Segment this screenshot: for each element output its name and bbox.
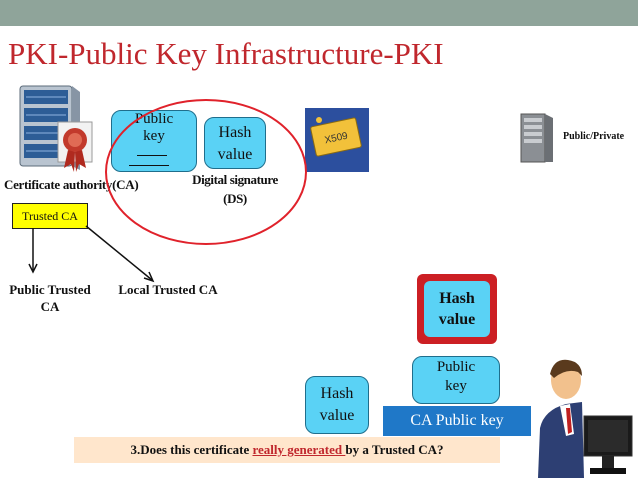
slide-title: PKI-Public Key Infrastructure-PKI bbox=[8, 36, 444, 71]
blank-line bbox=[129, 165, 169, 166]
ca-label: Certificate authority(CA) bbox=[4, 177, 139, 192]
question-suffix: by a Trusted CA? bbox=[345, 442, 444, 457]
public-trusted-ca-label: Public Trusted CA bbox=[9, 282, 91, 314]
ca-public-key-bar: CA Public key bbox=[383, 406, 531, 436]
digital-signature-label: Digital signature (DS) bbox=[192, 172, 278, 206]
public-private-label: Public/Private bbox=[563, 131, 625, 142]
question-prefix: 3.Does this certificate bbox=[130, 442, 253, 457]
public-key-bubble: Public key bbox=[111, 110, 197, 172]
public-key-bottom-label: Public key bbox=[436, 359, 476, 394]
blank-underline bbox=[137, 155, 167, 156]
person-at-computer-icon bbox=[538, 359, 633, 478]
x509-text: X509 bbox=[324, 131, 350, 147]
hash-value-highlight-box: Hash value bbox=[417, 274, 497, 344]
slide-top-bar bbox=[0, 0, 638, 26]
hash-value-red-label: Hash value bbox=[424, 281, 490, 337]
arrow-local-trusted bbox=[85, 225, 153, 281]
local-trusted-ca-label: Local Trusted CA bbox=[118, 282, 218, 297]
public-key-label: Public key bbox=[134, 111, 174, 144]
question-bar: 3.Does this certificate really generated… bbox=[74, 437, 500, 463]
hash-value-bubble-bottom: Hash value bbox=[305, 376, 369, 434]
hash-value-bubble: Hash value bbox=[204, 117, 266, 169]
server-icon bbox=[520, 113, 553, 163]
public-key-bubble-bottom: Public key bbox=[412, 356, 500, 404]
question-highlight: really generated bbox=[252, 442, 346, 457]
certificate-seal-icon bbox=[57, 121, 93, 172]
trusted-ca-box: Trusted CA bbox=[12, 203, 88, 229]
hash-value-bottom-label: Hash value bbox=[319, 385, 355, 424]
x509-certificate-icon: X509 bbox=[305, 108, 369, 172]
